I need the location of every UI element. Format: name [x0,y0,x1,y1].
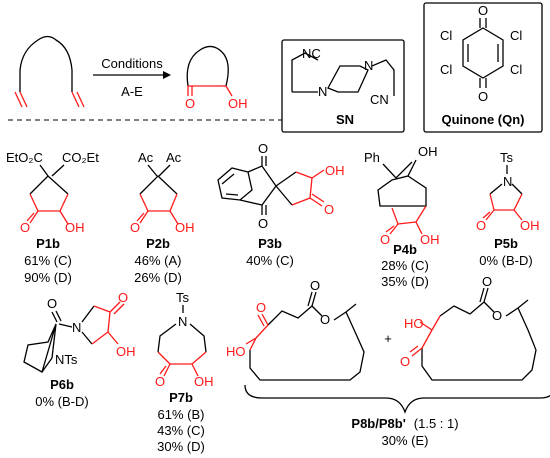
p1b-label: P1b [36,236,60,251]
p8b-o: O [256,300,266,315]
p4b-oh: OH [420,232,440,247]
p2b-sub1: Ac [138,150,154,165]
sn-nc-label: NC [302,46,321,61]
quinone-cl-2: Cl [510,28,522,43]
p3b-o: O [324,202,334,217]
arrow-conditions-label: Conditions [101,56,163,71]
p7b-o: O [155,374,165,389]
p8b-prime-o: O [400,354,410,369]
p5b-label: P5b [494,236,518,251]
p7b-yield-2: 43% (C) [157,423,205,438]
p1b-sub1: EtO₂C [6,150,43,165]
p2b-oh: OH [175,220,195,235]
sn-title: SN [336,112,354,127]
compound-p5b: Ts N O OH P5b 0% (B-D) [476,150,540,268]
p6b-label: P6b [50,377,74,392]
p5b-o: O [476,218,486,233]
p7b-ts: Ts [176,290,190,305]
quinone-o-top: O [478,3,488,18]
p5b-ts: Ts [500,150,514,165]
p3b-yield-1: 40% (C) [246,253,294,268]
p2b-sub2: Ac [166,150,182,165]
p8b-label-line: P8b/P8b' (1.5 : 1) [351,415,458,432]
reaction-arrow: Conditions A-E [93,56,171,99]
p7b-oh: OH [194,374,214,389]
quinone-cl-4: Cl [510,62,522,77]
p4b-yield-2: 35% (D) [381,274,429,289]
p8b-yield-1: 30% (E) [382,433,429,448]
p3b-o-bottom: O [258,216,268,231]
p4b-oh-top: OH [418,144,438,159]
p8b-prime-ester-o1: O [482,274,492,289]
p6b-n: N [72,320,81,335]
p1b-yield-1: 61% (C) [24,253,72,268]
p6b-yield-1: 0% (B-D) [35,394,88,409]
quinone-cl-1: Cl [440,28,452,43]
p3b-label: P3b [258,236,282,251]
p7b-yield-3: 30% (D) [157,439,205,454]
sn-n2-label: N [364,58,373,73]
p8b-plus: + [384,331,392,346]
p6b-o-amide: O [47,296,57,311]
p2b-yield-1: 46% (A) [135,253,182,268]
p2b-yield-2: 26% (D) [134,270,182,285]
p3b-oh: OH [325,163,345,178]
compound-p1b: EtO₂C CO₂Et O OH P1b 61% (C) 90% (D) [6,150,99,285]
p1b-yield-2: 90% (D) [24,270,72,285]
compound-p4b: Ph OH O OH P4b 28% (C) 35% (D) [364,144,440,289]
quinone-box: O O Cl Cl Cl Cl Quinone (Qn) [423,2,543,133]
p8b-label: P8b/P8b' [351,416,405,431]
p6b-nts: NTs [55,352,78,367]
p4b-ph: Ph [364,150,380,165]
p8b-ester-o2: O [320,312,330,327]
p8b-ho: HO [226,344,246,359]
p4b-yield-1: 28% (C) [381,258,429,273]
p4b-o: O [380,232,390,247]
compound-p7b: Ts N O OH P7b 61% (B) 43% (C) 30% (D) [155,290,214,454]
sn-n1-label: N [318,84,327,99]
arrow-conditions-range: A-E [121,84,143,99]
generic-product: O OH [185,45,248,111]
sn-box: NC N N CN SN [281,39,405,133]
compound-p6b: O N NTs O OH P6b 0% (B-D) [23,290,136,409]
p7b-yield-1: 61% (B) [158,407,205,422]
sn-cn-label: CN [370,92,389,107]
quinone-cl-3: Cl [440,62,452,77]
starting-diene [14,35,85,108]
p7b-n: N [178,314,187,329]
p8b-prime-ester-o2: O [492,308,502,323]
p3b-o-top: O [258,141,268,156]
compound-p8b: O O O HO + O O HO O P8b/P8b' (1.5 : 1) [226,274,550,448]
p8b-brace [244,384,550,414]
p1b-o: O [20,220,30,235]
p2b-o: O [130,220,140,235]
p1b-sub2: CO₂Et [62,150,99,165]
p5b-oh: OH [520,218,540,233]
p5b-yield-1: 0% (B-D) [479,253,532,268]
p2b-label: P2b [146,236,170,251]
p8b-prime-ho: HO [404,316,424,331]
quinone-o-bottom: O [478,89,488,104]
compound-p2b: Ac Ac O OH P2b 46% (A) 26% (D) [130,150,195,285]
generic-product-o: O [185,96,195,111]
p8b-ratio: (1.5 : 1) [414,416,459,431]
generic-product-oh: OH [228,96,248,111]
p6b-oh: OH [116,344,136,359]
p5b-n: N [503,174,512,189]
p4b-label: P4b [393,242,417,257]
p6b-o: O [118,290,128,305]
p1b-oh: OH [65,220,85,235]
compound-p3b: O O OH O P3b 40% (C) [217,141,345,268]
p7b-label: P7b [169,390,193,405]
p8b-ester-o1: O [310,278,320,293]
quinone-title: Quinone (Qn) [441,112,524,127]
